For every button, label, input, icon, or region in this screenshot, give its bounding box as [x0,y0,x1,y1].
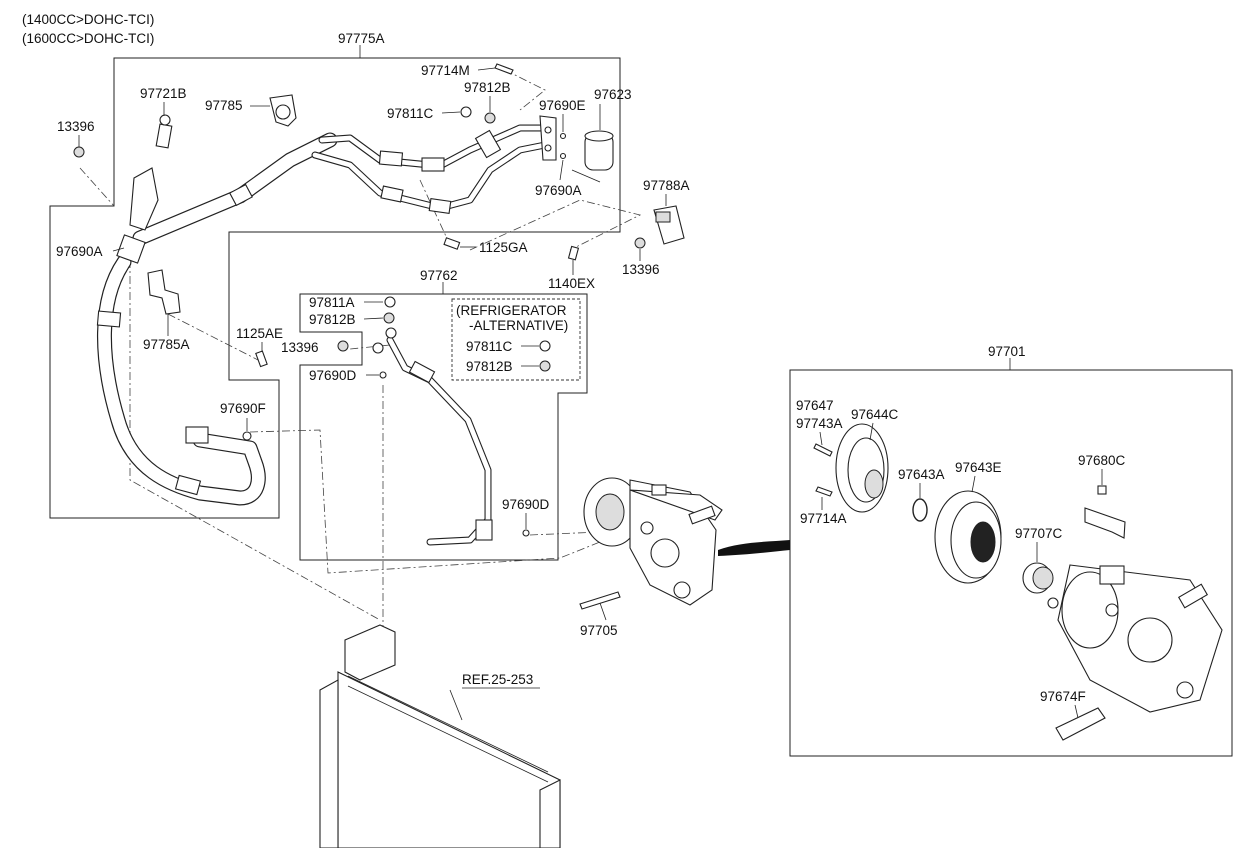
label-97690a-left: 97690A [56,244,103,259]
dash-line-7 [504,69,546,111]
label-97705: 97705 [580,623,618,638]
label-97690f: 97690F [220,401,266,416]
sensor-97674f [1055,707,1106,741]
label-97644c: 97644C [851,407,899,422]
label-97812b-top: 97812B [464,80,511,95]
snap-ring-97643a [912,498,928,522]
dash-line-4 [249,429,656,574]
clamp-97785 [269,94,297,127]
part-labels: 97714M 97812B 97721B 97785 97811C 97690E… [56,63,1126,719]
label-97623: 97623 [594,87,632,102]
bracket-97680c [1084,507,1126,539]
label-13396-left: 13396 [57,119,95,134]
receiver-drier-97623 [571,130,614,183]
pulley-97643e [934,490,1002,584]
label-97707c: 97707C [1015,526,1063,541]
label-13396-right: 13396 [622,262,660,277]
label-97714m: 97714M [421,63,470,78]
label-97811a: 97811A [309,295,355,310]
label-97643e: 97643E [955,460,1002,475]
label-97811c-top: 97811C [387,106,434,121]
dash-line-8 [419,179,451,246]
label-97690d-top: 97690D [309,368,357,383]
frame-97762 [299,293,588,561]
label-97674f: 97674F [1040,689,1086,704]
label-97812b-alt: 97812B [466,359,513,374]
frame-97701 [789,369,1233,757]
label-97811c-alt: 97811C [466,339,513,354]
label-97788a: 97788A [643,178,690,193]
alternative-note-line1: (REFRIGERATOR [456,303,567,318]
coil-97707c [1022,562,1054,594]
dash-line-10 [529,531,601,536]
label-97690e: 97690E [539,98,586,113]
condenser [319,624,561,848]
bolt-97714a [815,486,833,497]
engine-note-1400: (1400CC>DOHC-TCI) [22,12,154,27]
bolt-97705 [579,591,621,610]
liquid-tube [372,296,551,546]
group-label-97762: 97762 [420,268,458,283]
label-97690d-bottom: 97690D [502,497,550,512]
suction-hose [96,132,338,506]
label-1125ga: 1125GA [479,240,528,255]
pressure-switch-97721b [129,114,173,231]
grommet-97788a [653,205,685,245]
clutch-hub-97644c [835,423,889,513]
compressor-main [583,477,723,606]
label-97785: 97785 [205,98,243,113]
dash-line-1 [79,167,115,207]
alternative-note-line2: -ALTERNATIVE) [469,318,568,333]
bolt-97680c [1097,485,1107,495]
label-97647: 97647 [796,398,834,413]
label-97785a: 97785A [143,337,190,352]
label-97721b: 97721B [140,86,187,101]
frame-97775a [49,57,621,519]
dash-line-6 [469,199,642,251]
bracket-97785a [147,269,181,315]
group-label-97701: 97701 [988,344,1026,359]
label-97743a: 97743A [796,416,843,431]
label-97812b-mid: 97812B [309,312,356,327]
label-13396-mid: 13396 [281,340,319,355]
label-97690a-mid: 97690A [535,183,582,198]
dash-line-3 [129,260,381,621]
label-1125ae: 1125AE [236,326,283,341]
engine-note-1600: (1600CC>DOHC-TCI) [22,31,154,46]
label-1140ex: 1140EX [548,276,595,291]
compressor-body-detail [1047,564,1223,713]
alternative-box [451,298,581,381]
ref-label: REF.25-253 [462,672,533,687]
discharge-tubes [311,115,557,214]
label-97680c: 97680C [1078,453,1126,468]
dash-line-2 [167,313,263,363]
label-97643a: 97643A [898,467,945,482]
label-97714a: 97714A [800,511,847,526]
group-label-97775a: 97775A [338,31,385,46]
bolt-97647 [813,443,833,457]
fasteners [73,63,646,537]
detail-arrow [718,540,790,556]
